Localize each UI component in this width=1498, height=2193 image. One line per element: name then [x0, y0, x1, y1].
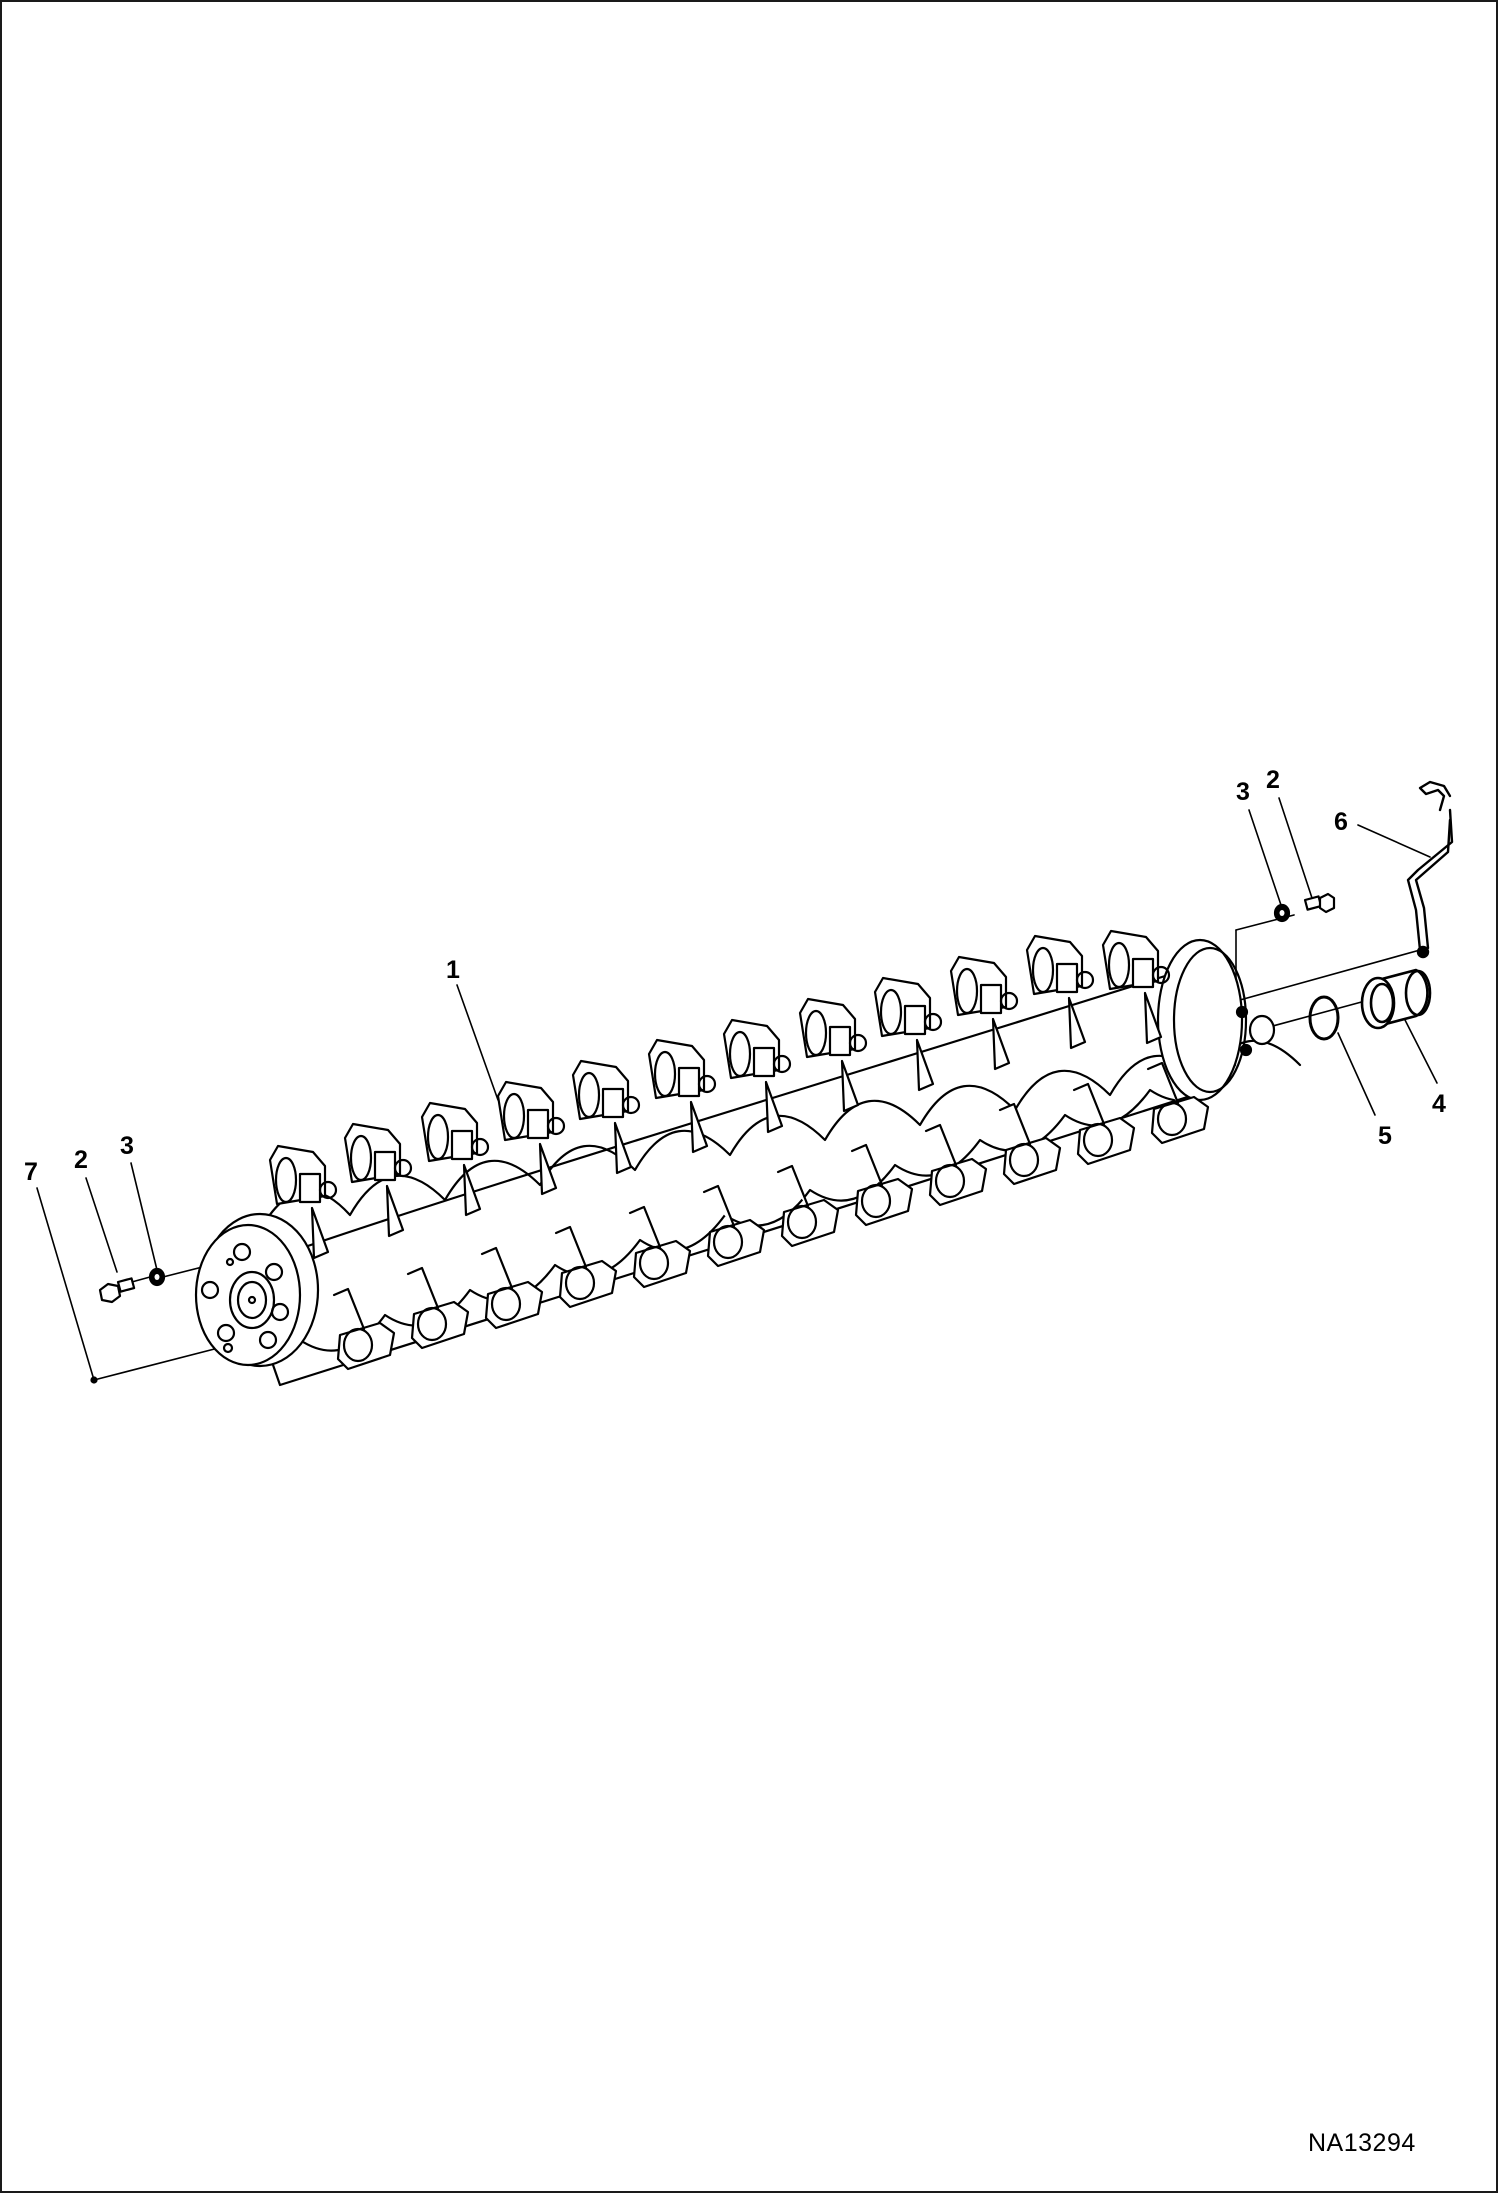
- right-end-plate: [1156, 938, 1276, 1102]
- plug-part-7: [90, 1376, 98, 1384]
- right-bolt-part-2: [1303, 892, 1336, 914]
- callout-3-washer-left: 3: [120, 1132, 134, 1160]
- callout-2-bolt-right: 2: [1266, 766, 1280, 794]
- callout-2-bolt-left: 2: [74, 1146, 88, 1174]
- figure-id: NA13294: [1308, 2129, 1416, 2157]
- hose-part-6: [1406, 780, 1454, 959]
- callout-3-washer-right: 3: [1236, 778, 1250, 806]
- o-ring-part-5: [1308, 995, 1340, 1041]
- bearing-sleeve-part-4: [1360, 968, 1432, 1030]
- lower-teeth: [332, 1061, 1210, 1371]
- callout-5-o-ring: 5: [1378, 1122, 1392, 1150]
- callout-4-bearing-sleeve: 4: [1432, 1090, 1446, 1118]
- right-washer-part-3: [1273, 903, 1291, 923]
- upper-teeth: [268, 929, 1171, 1260]
- callout-1-drum: 1: [446, 956, 460, 984]
- left-hub: [194, 1212, 320, 1368]
- callout-6-hose: 6: [1334, 808, 1348, 836]
- left-bolt-part-2: [98, 1277, 136, 1304]
- left-washer-part-3: [148, 1267, 166, 1287]
- callout-7-plug: 7: [24, 1158, 38, 1186]
